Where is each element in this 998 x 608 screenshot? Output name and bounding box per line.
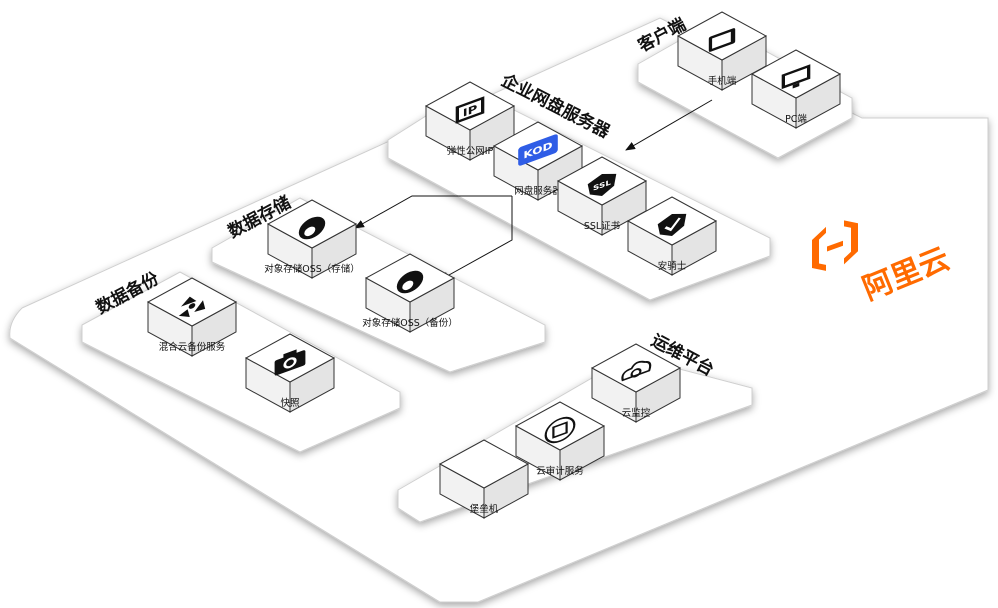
node-label: 云监控: [622, 407, 651, 419]
shield-check-icon: [657, 213, 687, 237]
node-label: 堡垒机: [470, 503, 499, 515]
node-label: 混合云备份服务: [159, 341, 226, 353]
ssl-shield-icon: SSL: [587, 173, 617, 197]
oss-icon: [396, 270, 424, 294]
camera-icon: [274, 349, 306, 376]
node-label: 手机端: [708, 75, 737, 87]
ip-icon: IP: [455, 96, 485, 124]
node-oss-backup: 对象存储OSS（备份）: [362, 253, 458, 333]
recycle-icon: [178, 296, 206, 318]
oss-icon: [298, 216, 326, 240]
node-label: 网盘服务器: [514, 185, 562, 197]
node-ssl: SSL SSL证书: [556, 156, 648, 236]
cloud-monitor-icon: [621, 360, 652, 382]
node-bastion: 堡垒机: [438, 439, 530, 519]
node-label: 快照: [280, 397, 300, 409]
node-label: 安骑士: [658, 260, 687, 272]
arrow-client-to-netdisk: [625, 99, 713, 151]
node-phone: 手机端: [676, 11, 768, 91]
node-monitor: 云监控: [590, 343, 682, 423]
tablet-icon: [708, 28, 736, 52]
audit-icon: [544, 416, 576, 444]
arrow-netdisk-to-oss-store: [354, 195, 512, 229]
node-audit: 云审计服务: [514, 401, 606, 481]
arrow-netdisk-to-oss-backup: [439, 196, 513, 281]
node-eip: IP 弹性公网IP: [424, 81, 516, 161]
svg-text:IP: IP: [463, 102, 478, 119]
connectors: [354, 99, 713, 281]
kod-logo-icon: KOD: [518, 134, 558, 166]
node-snapshot: 快照: [244, 333, 336, 413]
node-guard: 安骑士: [626, 196, 718, 276]
node-oss-store: 对象存储OSS（存储）: [264, 199, 360, 279]
aliyun-logo-mark-icon: [812, 220, 858, 271]
node-label: 对象存储OSS（存储）: [264, 263, 360, 275]
node-hybrid-backup: 混合云备份服务: [146, 277, 238, 357]
node-netdisk: KOD 网盘服务器: [492, 121, 584, 201]
node-label: 对象存储OSS（备份）: [362, 317, 458, 329]
node-label: 弹性公网IP: [447, 145, 494, 157]
node-label: SSL证书: [584, 221, 621, 232]
node-label: PC端: [785, 113, 807, 125]
monitor-icon: [781, 64, 811, 90]
node-label: 云审计服务: [536, 465, 584, 477]
node-pc: PC端: [750, 49, 842, 129]
